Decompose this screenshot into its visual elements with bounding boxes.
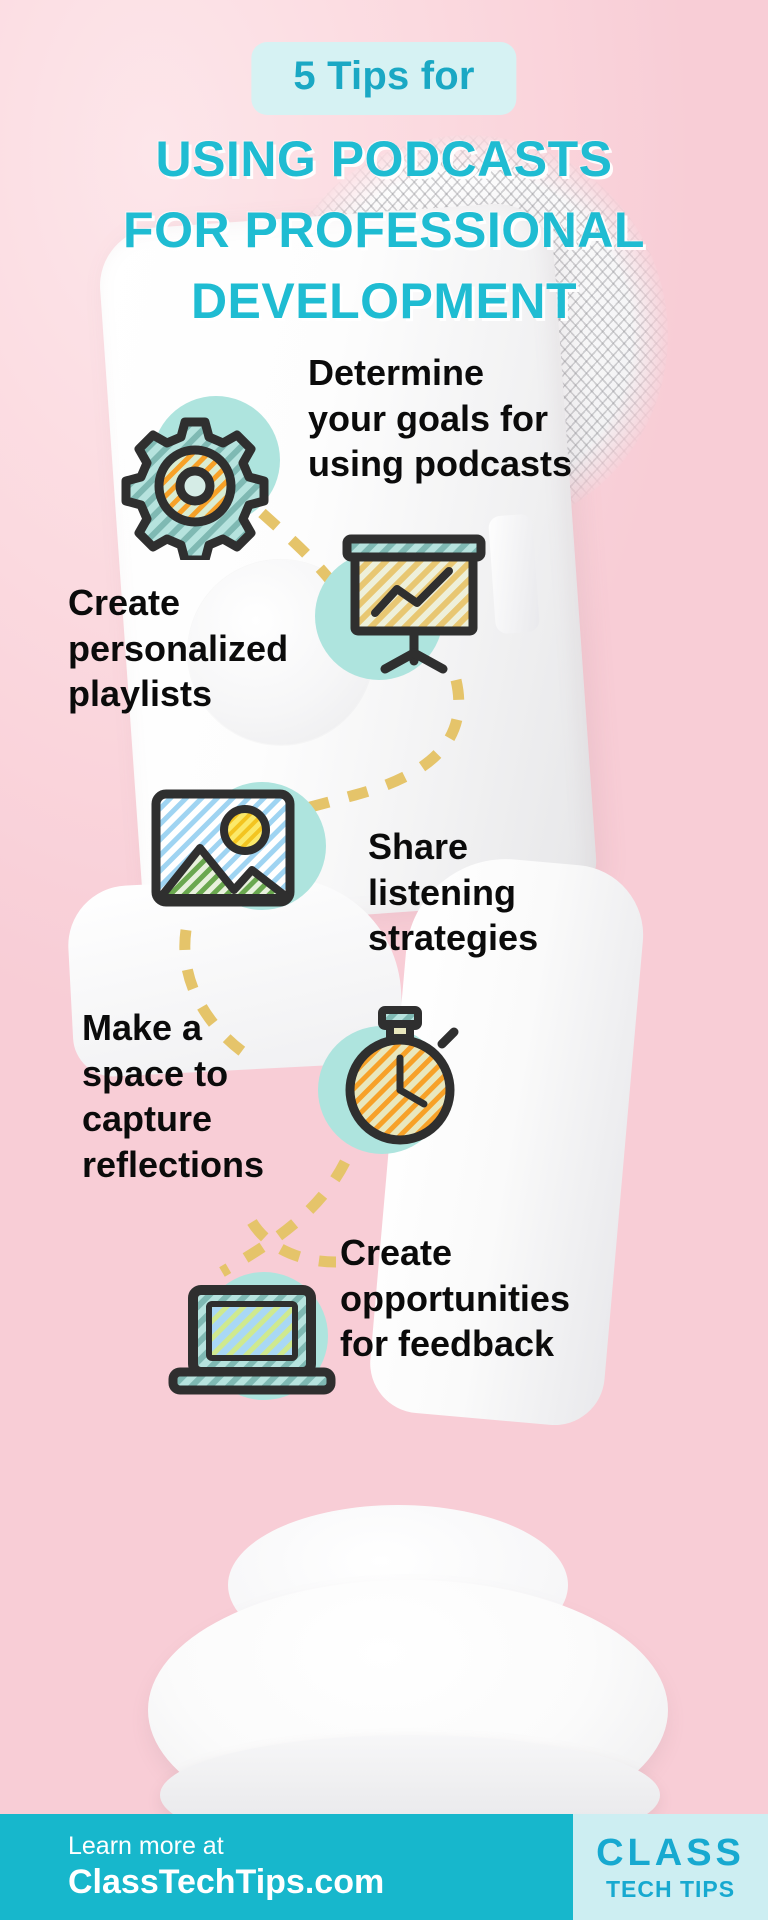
microphone-knob-image [487, 513, 541, 635]
tip-2-line-2: personalized [68, 627, 289, 669]
tip-5-line-2: opportunities [340, 1277, 570, 1319]
tip-1-line-3: using podcasts [308, 443, 573, 485]
tip-3-line-2: listening [368, 871, 517, 913]
tip-3-line-1: Share [368, 826, 469, 867]
tip-4-line-3: capture [82, 1098, 213, 1140]
tip-4-line-1: Make a [82, 1007, 203, 1048]
footer-text-block: Learn more at ClassTechTips.com [0, 1831, 384, 1904]
tip-3-line-3: strategies [368, 917, 539, 959]
footer-website-link[interactable]: ClassTechTips.com [68, 1862, 385, 1901]
tip-4-line-2: space to [82, 1052, 229, 1094]
image-photo-icon [151, 789, 295, 907]
footer-bar: Learn more at ClassTechTips.com CLASS TE… [0, 1814, 768, 1920]
tip-1-text: Determine your goals for using podcasts [308, 350, 613, 487]
brand-logo-class-text: CLASS [596, 1831, 745, 1874]
page-title-line-3: DEVELOPMENT [190, 273, 578, 329]
tip-5-line-3: for feedback [340, 1323, 555, 1365]
tip-3-text: Share listening strategies [368, 824, 618, 961]
tip-1-line-2: your goals for [308, 397, 549, 439]
presentation-chart-icon [342, 534, 486, 674]
tip-1-line-1: Determine [308, 352, 485, 393]
tip-5-line-1: Create [340, 1232, 453, 1273]
tip-2-line-3: playlists [68, 673, 213, 715]
brand-logo-techtips-text: TECH TIPS [605, 1875, 736, 1902]
page-title-line-2: FOR PROFESSIONAL [123, 202, 645, 258]
brand-logo[interactable]: CLASS TECH TIPS [573, 1814, 768, 1920]
footer-learn-more-label: Learn more at [68, 1831, 224, 1860]
tip-2-line-1: Create [68, 582, 181, 623]
tip-2-text: Create personalized playlists [68, 580, 338, 717]
tips-count-badge: 5 Tips for [251, 42, 517, 115]
stopwatch-icon [345, 1006, 459, 1145]
page-title: USING PODCASTS FOR PROFESSIONAL DEVELOPM… [0, 124, 768, 337]
tip-5-text: Create opportunities for feedback [340, 1230, 615, 1367]
gear-icon [121, 417, 269, 560]
page-title-line-1: USING PODCASTS [155, 131, 613, 187]
tip-4-line-4: reflections [82, 1144, 265, 1186]
tip-4-text: Make a space to capture reflections [82, 1005, 342, 1188]
laptop-icon [168, 1285, 336, 1395]
